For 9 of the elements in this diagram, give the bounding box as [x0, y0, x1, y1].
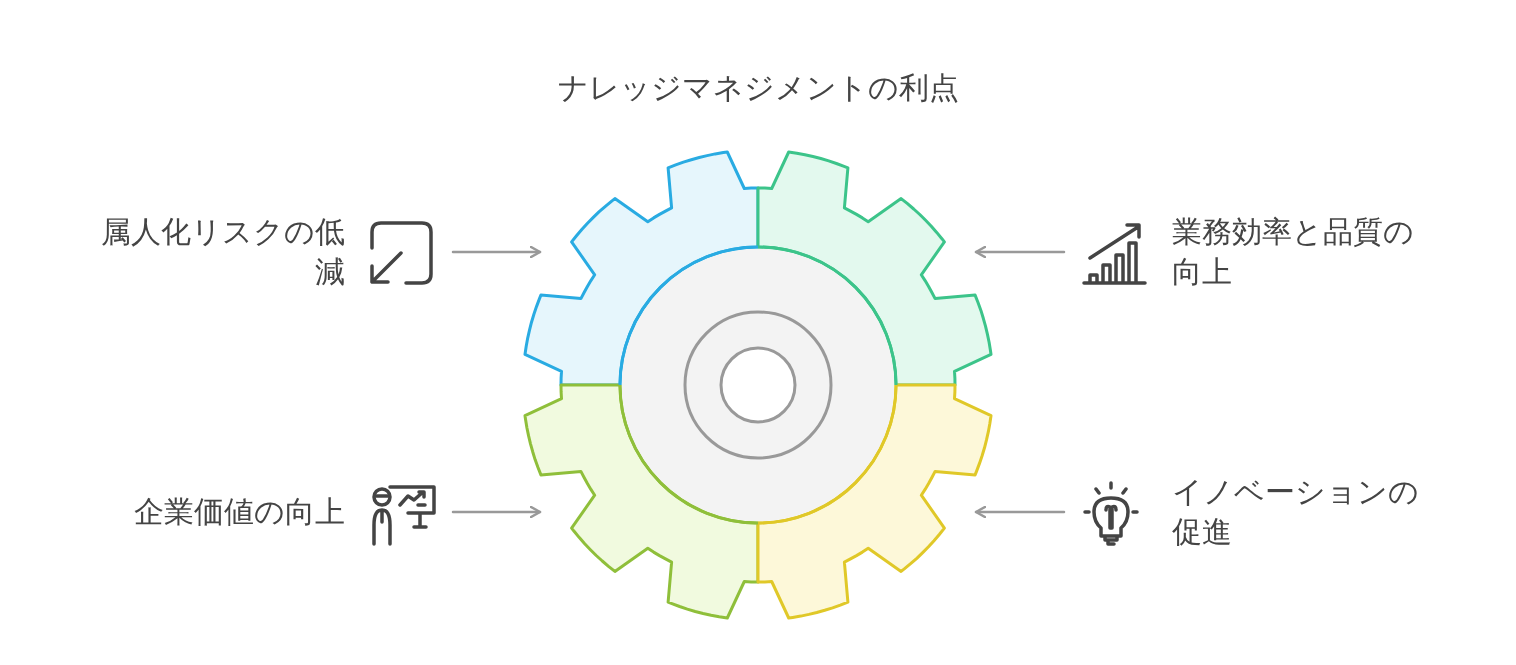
- benefit-label: 企業価値の向上: [133, 493, 345, 531]
- arrow: [974, 245, 1066, 259]
- benefit-label: イノベーションの促進: [1172, 473, 1420, 551]
- arrow: [451, 245, 542, 259]
- benefit-label: 属人化リスクの低減: [100, 213, 345, 291]
- benefit-label: 業務効率と品質の向上: [1172, 213, 1415, 291]
- arrow: [451, 505, 542, 519]
- arrow: [974, 505, 1066, 519]
- title: ナレッジマネジメントの利点: [557, 70, 959, 105]
